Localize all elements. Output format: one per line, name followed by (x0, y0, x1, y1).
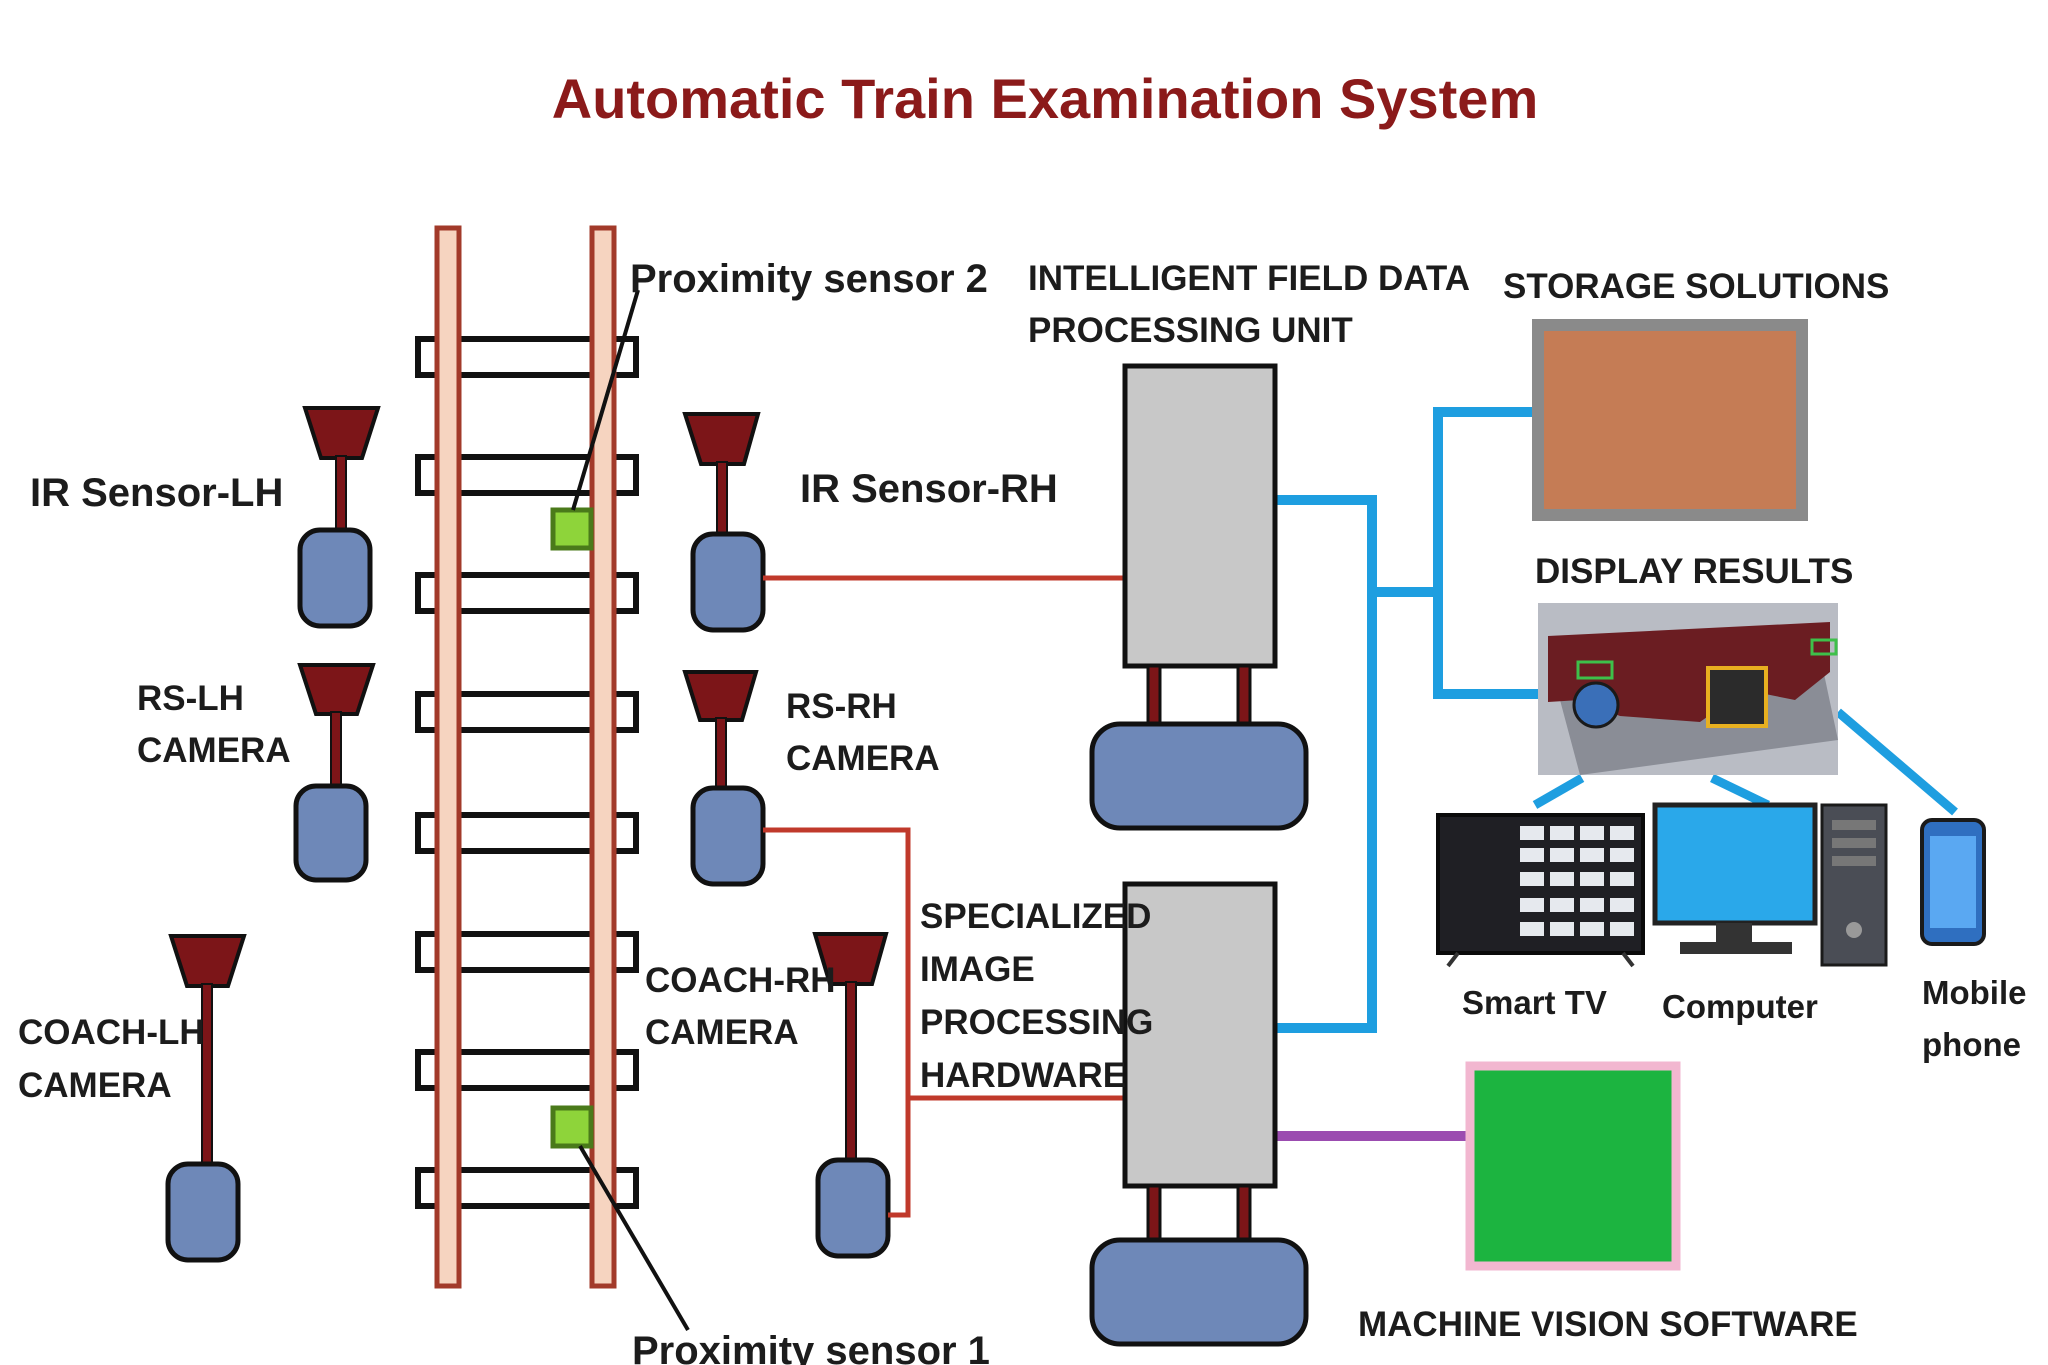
computer-label: Computer (1662, 988, 1818, 1025)
image-hardware-base (1089, 1237, 1309, 1347)
proximity-sensor-2 (550, 507, 594, 551)
display-to-phone-link (1835, 708, 1958, 816)
rs-lh-camera-label-line2: CAMERA (137, 731, 291, 770)
ir-sensor-lh-head (302, 406, 381, 460)
coach-lh-camera (165, 934, 247, 1263)
bogie-frame (1548, 622, 1830, 722)
rs-lh-camera-label-line1: RS-LH (137, 679, 244, 718)
proximity-sensor-2-pointer (571, 289, 640, 511)
image-hardware-box (1122, 881, 1278, 1189)
computer-tower (1820, 803, 1888, 967)
processing-unit-leg (1236, 664, 1252, 728)
storage-solutions-box (1532, 319, 1808, 521)
wires (763, 407, 1958, 1218)
ir-sensor-lh-base (297, 527, 373, 629)
storage-solutions-label: STORAGE SOLUTIONS (1503, 267, 1889, 306)
proximity-sensor-1-label: Proximity sensor 1 (632, 1329, 990, 1365)
coach-rh-camera-base (815, 1157, 891, 1259)
ir-sensor-rh-head (682, 412, 761, 466)
detection-box-yellow (1706, 666, 1768, 728)
image-hardware-leg (1146, 1184, 1162, 1244)
display-results-image (1538, 603, 1838, 775)
specialized-image-processing-hardware (1089, 881, 1309, 1347)
image-hardware-label-line2: IMAGE (920, 950, 1035, 989)
mobile-phone-label-line2: phone (1922, 1026, 2021, 1063)
intelligent-field-data-processing-unit (1089, 363, 1309, 831)
coach-lh-camera-label-line1: COACH-LH (18, 1013, 205, 1052)
smart-tv (1436, 813, 1645, 968)
rs-rh-camera-head (682, 670, 759, 722)
coach-rh-camera-post (845, 981, 857, 1163)
rs-lh-camera-head (297, 663, 376, 716)
intelligent-unit-label-line2: PROCESSING UNIT (1028, 311, 1353, 350)
coach-rh-camera-label-line2: CAMERA (645, 1013, 799, 1052)
ir-sensor-lh-label: IR Sensor-LH (30, 471, 283, 515)
storage-display-blue-link (1433, 407, 1538, 699)
computer-monitor-stand (1680, 942, 1792, 954)
display-results-label: DISPLAY RESULTS (1535, 552, 1853, 591)
computer (1652, 802, 1888, 967)
mobile-phone-label-line1: Mobile (1922, 974, 2027, 1011)
bogie-wheel (1572, 681, 1620, 729)
ir-sensor-rh-post (716, 461, 728, 537)
coach-lh-camera-head (168, 934, 247, 988)
proximity-sensor-2-label: Proximity sensor 2 (630, 257, 988, 301)
ir-sensor-rh-base (690, 531, 766, 633)
rs-rh-camera-base (690, 785, 766, 887)
rs-rh-camera-label-line2: CAMERA (786, 739, 940, 778)
ir-sensor-rh (682, 412, 766, 633)
computer-monitor-neck (1716, 923, 1752, 943)
units-blue-link (1270, 495, 1377, 1033)
rs-rh-camera-label-line1: RS-RH (786, 687, 897, 726)
computer-monitor (1652, 802, 1818, 926)
rs-coach-to-hardware-wire (763, 827, 911, 1218)
proximity-sensor-1 (550, 1105, 594, 1149)
rs-lh-camera-base (293, 783, 369, 883)
coach-rh-camera-head (812, 932, 889, 986)
left-rail (434, 225, 462, 1289)
image-hardware-leg (1236, 1184, 1252, 1244)
display-to-tv-link (1532, 774, 1585, 809)
ir-sensor-lh-post (335, 455, 347, 533)
proximity-sensor-1-pointer (578, 1144, 690, 1332)
coach-lh-camera-label-line2: CAMERA (18, 1066, 172, 1105)
coach-lh-camera-post (201, 983, 213, 1167)
mobile-phone-screen (1930, 836, 1976, 928)
rs-lh-camera-post (330, 711, 342, 789)
smart-tv-app-tiles (1520, 826, 1634, 936)
coach-lh-camera-base (165, 1161, 241, 1263)
coach-rh-camera (812, 932, 891, 1259)
processing-unit-box (1122, 363, 1278, 669)
coach-rh-camera-label-line1: COACH-RH (645, 961, 836, 1000)
diagram-title: Automatic Train Examination System (552, 67, 1538, 130)
rs-rh-camera (682, 670, 766, 887)
rs-rh-camera-post (715, 717, 727, 791)
image-hardware-label-line4: HARDWARE (920, 1056, 1126, 1095)
processing-unit-base (1089, 721, 1309, 831)
mobile-phone (1920, 818, 1986, 946)
intelligent-unit-label-line1: INTELLIGENT FIELD DATA (1028, 259, 1470, 298)
processing-unit-leg (1146, 664, 1162, 728)
railway-track (415, 225, 639, 1289)
machine-vision-software-box (1465, 1061, 1681, 1271)
display-to-computer-link (1710, 773, 1770, 810)
image-hardware-label-line1: SPECIALIZED (920, 897, 1151, 936)
machine-vision-software-label: MACHINE VISION SOFTWARE (1358, 1305, 1858, 1344)
right-rail (589, 225, 617, 1289)
ir-sensor-rh-label: IR Sensor-RH (800, 467, 1058, 511)
detection-box-green (1576, 660, 1614, 680)
ir-sensor-lh (297, 406, 381, 629)
detection-box-green (1810, 638, 1838, 656)
smart-tv-label: Smart TV (1462, 984, 1607, 1021)
rs-lh-camera (293, 663, 376, 883)
image-hardware-label-line3: PROCESSING (920, 1003, 1153, 1042)
